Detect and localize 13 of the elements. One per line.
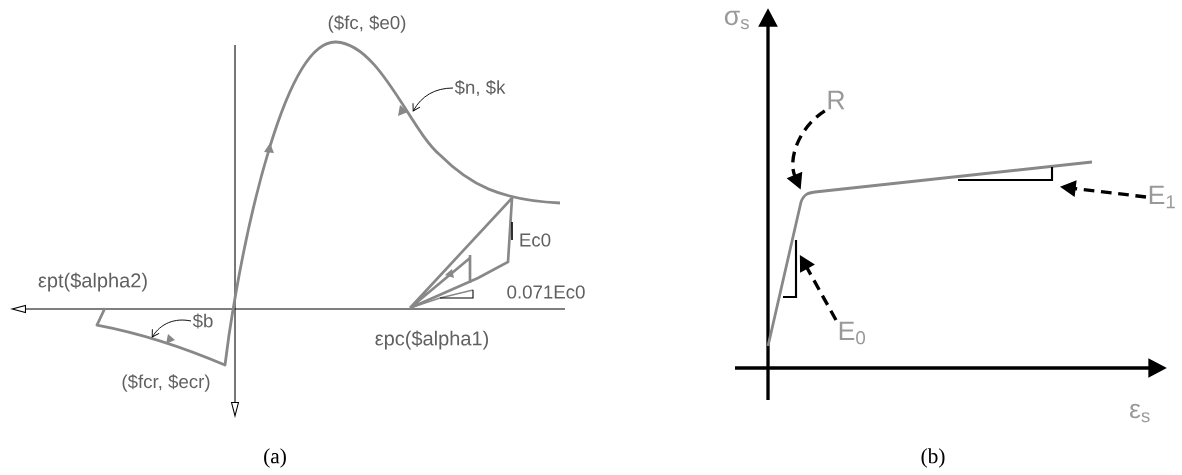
axis-label: (b) — [921, 448, 945, 468]
formula-label: E$_{1}$ — [1149, 185, 1175, 209]
leader-line — [412, 87, 454, 112]
axis-label: σ$_{s}$ — [724, 10, 749, 30]
axis-label: ε$_{s}$ — [1130, 403, 1150, 423]
leader-line — [151, 319, 192, 338]
formula-label: R — [828, 90, 845, 110]
axis-label: 0.071Ec0 — [507, 285, 585, 299]
axis-label: Ec0 — [520, 233, 551, 247]
axis-label: εpt($alpha2) — [38, 272, 147, 292]
axis-label: (a) — [264, 448, 286, 468]
stress-strain-curve — [766, 160, 1093, 347]
axis-label: εpc($alpha1) — [375, 330, 488, 350]
